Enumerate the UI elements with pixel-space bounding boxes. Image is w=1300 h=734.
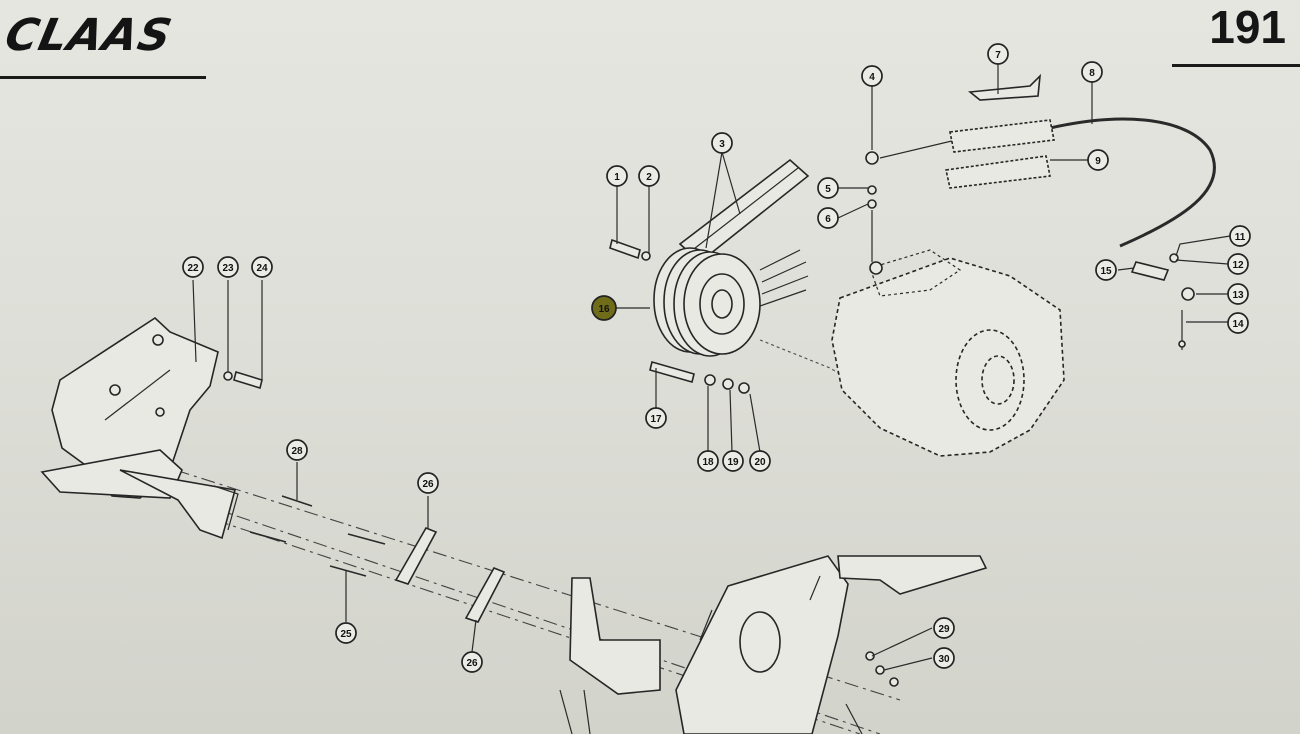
svg-text:13: 13 [1232,290,1244,301]
small-bolts-29-30 [845,651,899,734]
callout-13: 13 [1227,283,1249,305]
callout-16-highlighted: 16 [591,295,617,321]
callout-30: 30 [933,647,955,669]
callout-23: 23 [217,256,239,278]
left-mounting-bracket [40,316,239,540]
callout-8: 8 [1081,61,1103,83]
svg-text:28: 28 [291,446,303,457]
clevis-4-5-6 [865,86,879,262]
callout-9: 9 [1087,149,1109,171]
svg-text:15: 15 [1100,266,1112,277]
callout-25: 25 [335,622,357,644]
svg-text:3: 3 [719,139,725,150]
svg-text:17: 17 [650,414,662,425]
svg-text:9: 9 [1095,156,1101,167]
pulley-bolt-17-20 [649,339,851,394]
svg-text:6: 6 [825,214,831,225]
callout-4: 4 [861,65,883,87]
callout-12: 12 [1227,253,1249,275]
svg-text:30: 30 [938,654,950,665]
svg-text:1: 1 [614,172,620,183]
svg-text:26: 26 [466,658,478,669]
svg-text:19: 19 [727,457,739,468]
svg-text:23: 23 [222,263,234,274]
callout-leaders [192,64,1231,671]
svg-text:26: 26 [422,479,434,490]
svg-text:5: 5 [825,184,831,195]
callout-6: 6 [817,207,839,229]
tension-springs-9 [945,119,1055,189]
bolt-set-23-24 [223,370,263,390]
lower-mounting-plate [559,555,988,734]
callout-19: 19 [722,450,744,472]
bracket-7 [967,73,1042,101]
callout-17: 17 [645,407,667,429]
control-cable-8 [879,117,1216,248]
fittings-11-16 [1130,253,1195,350]
callout-20: 20 [749,450,771,472]
studs-25 [249,495,386,577]
callout-5: 5 [817,177,839,199]
callout-26-lower: 26 [461,651,483,673]
callout-2: 2 [638,165,660,187]
callout-3: 3 [711,132,733,154]
svg-text:4: 4 [869,72,875,83]
svg-text:12: 12 [1232,260,1244,271]
callout-11: 11 [1229,225,1251,247]
callout-26-upper: 26 [417,472,439,494]
callout-1: 1 [606,165,628,187]
svg-text:11: 11 [1235,232,1246,243]
pulley-and-belt-assembly [653,158,810,357]
spacer-tubes-26 [394,526,506,623]
callout-29: 29 [933,617,955,639]
svg-text:16: 16 [598,304,610,315]
hydraulic-pump-housing [831,249,1065,457]
logo-underline [0,76,206,79]
callout-24: 24 [251,256,273,278]
callout-7: 7 [987,43,1009,65]
svg-text:22: 22 [187,263,199,274]
page-number: 191 [1209,1,1286,53]
svg-text:14: 14 [1232,319,1244,330]
page-number-rule [1172,64,1300,67]
svg-text:8: 8 [1089,68,1095,79]
svg-text:20: 20 [754,457,766,468]
svg-text:2: 2 [646,172,652,183]
callout-14: 14 [1227,312,1249,334]
callout-22: 22 [182,256,204,278]
svg-text:24: 24 [256,263,268,274]
svg-text:18: 18 [702,457,714,468]
callout-18: 18 [697,450,719,472]
svg-text:29: 29 [938,624,950,635]
svg-text:25: 25 [340,629,352,640]
callout-28-left: 28 [286,439,308,461]
pulley-bolt-1-2 [609,238,651,261]
svg-text:7: 7 [995,50,1001,61]
callout-15: 15 [1095,259,1117,281]
